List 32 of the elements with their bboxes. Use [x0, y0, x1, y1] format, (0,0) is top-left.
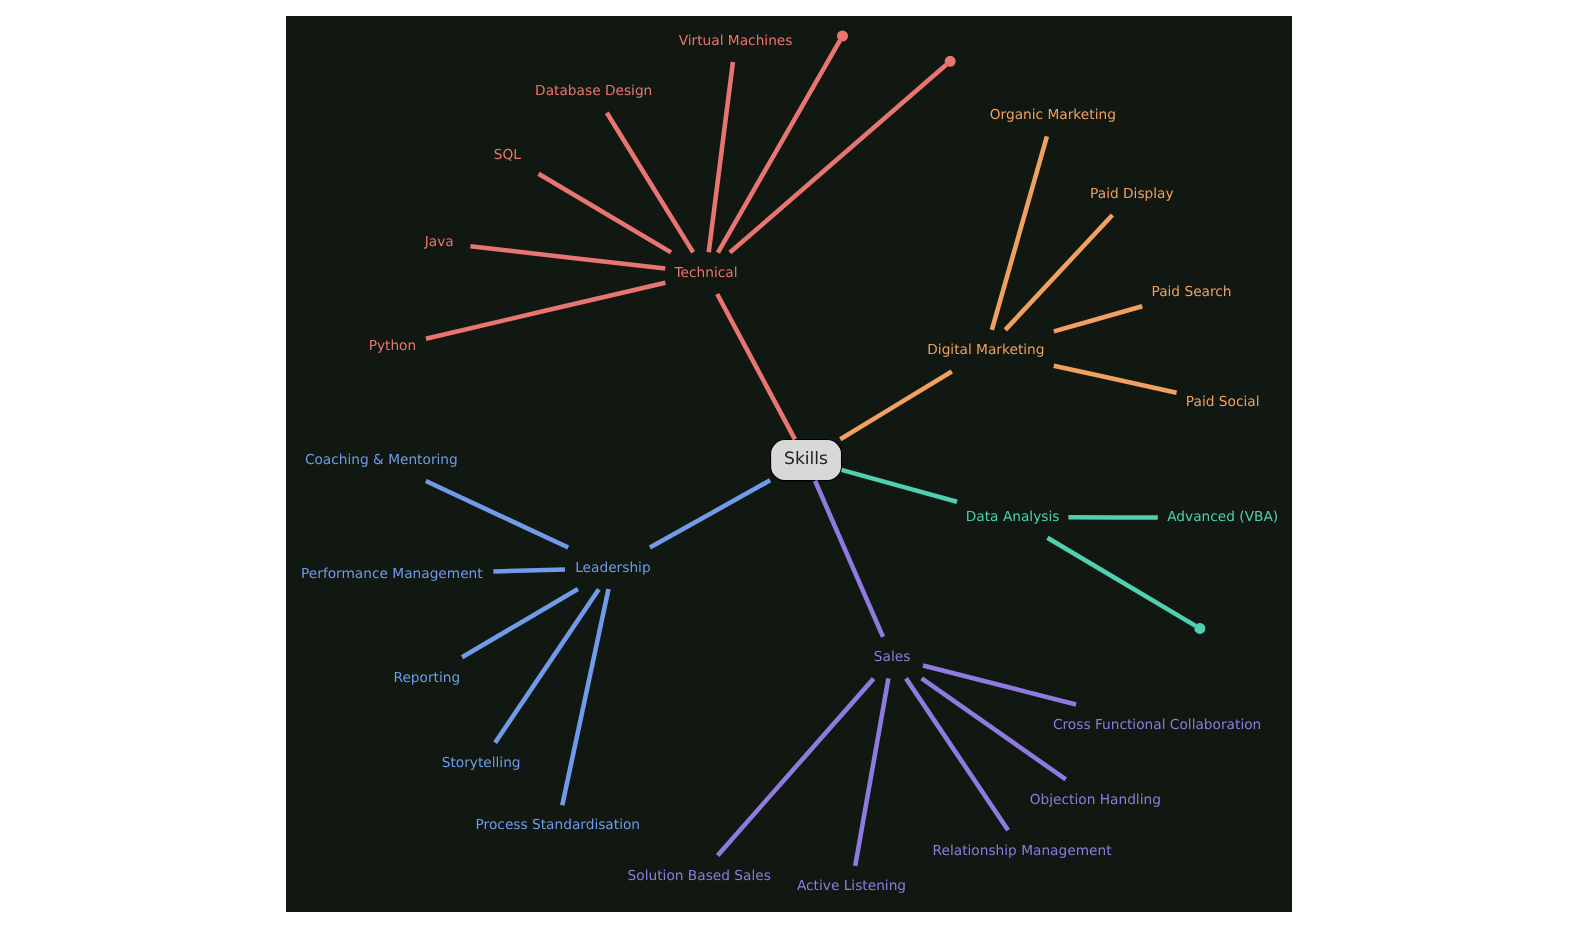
node-point	[1194, 622, 1206, 634]
connector	[460, 587, 580, 660]
connector	[425, 280, 666, 341]
connector	[493, 567, 566, 574]
connector	[648, 478, 772, 550]
connector	[1046, 535, 1197, 628]
node-point	[836, 30, 848, 42]
connector	[1053, 363, 1178, 395]
connector	[852, 678, 891, 867]
connector	[840, 467, 958, 504]
connector	[604, 111, 696, 254]
connector	[424, 478, 570, 550]
connector	[904, 677, 1010, 832]
connector	[470, 243, 666, 271]
connector	[922, 663, 1077, 707]
connector	[989, 135, 1050, 331]
connector	[560, 588, 611, 806]
node-point	[944, 55, 956, 67]
connector	[537, 171, 673, 255]
connector	[706, 61, 736, 253]
connector	[839, 369, 953, 442]
node-box: Skills	[770, 438, 843, 482]
connector	[715, 292, 797, 441]
connector	[715, 677, 876, 857]
connector	[920, 676, 1068, 782]
connector	[715, 39, 842, 254]
connector	[1068, 515, 1158, 520]
connector	[813, 479, 886, 638]
connector	[1053, 304, 1143, 334]
connector	[728, 63, 948, 255]
connector	[493, 587, 601, 744]
connector	[1003, 213, 1115, 332]
